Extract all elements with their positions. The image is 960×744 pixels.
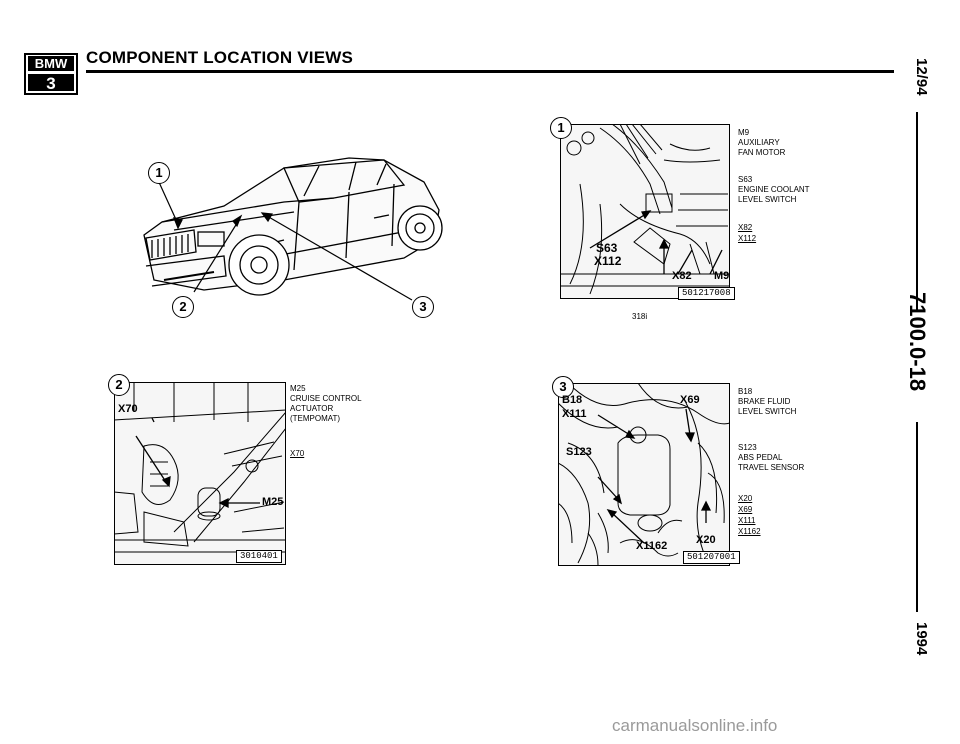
detail-1-callout-x112: X112: [594, 254, 622, 268]
detail-2-number: 2: [108, 374, 130, 396]
rail-divider: [916, 112, 918, 312]
rail-page-number: 7100.0-18: [905, 292, 930, 392]
detail-2-photo: [114, 382, 286, 565]
overview-callout-3: 3: [412, 296, 434, 318]
detail-1-legend: M9 AUXILIARY FAN MOTOR S63 ENGINE COOLAN…: [738, 128, 810, 244]
page-title: COMPONENT LOCATION VIEWS: [86, 48, 354, 67]
detail-1-number: 1: [550, 117, 572, 139]
legend-item-m25: M25 CRUISE CONTROL ACTUATOR (TEMPOMAT): [290, 384, 362, 423]
car-illustration: [143, 157, 443, 301]
detail-1-callout-x82: X82: [672, 270, 692, 282]
bmw-3-logo: BMW 3: [24, 53, 78, 95]
legend-item-s123: S123 ABS PEDAL TRAVEL SENSOR: [738, 443, 805, 472]
detail-3-number: 3: [552, 376, 574, 398]
detail-1-variant: 318i: [632, 312, 648, 321]
detail-3-callout-x20: X20: [696, 534, 716, 546]
logo-model: 3: [46, 74, 55, 93]
legend-connectors: X20 X69 X111 X1162: [738, 494, 761, 536]
rail-date: 12/94: [913, 58, 930, 96]
legend-item-m9: M9 AUXILIARY FAN MOTOR: [738, 128, 786, 157]
detail-3-callout-s123: S123: [566, 446, 592, 458]
detail-1-callout-m9: M9: [714, 270, 730, 282]
overview-callout-1: 1: [148, 162, 170, 184]
car-overview-figure: [134, 140, 454, 330]
logo-brand: BMW: [35, 56, 68, 71]
rail-year: 1994: [913, 622, 930, 656]
legend-connectors: X82 X112: [738, 223, 757, 243]
detail-3-callout-x69: X69: [680, 394, 700, 406]
detail-1-photo: [560, 124, 730, 299]
detail-3-legend: B18 BRAKE FLUID LEVEL SWITCH S123 ABS PE…: [738, 387, 804, 537]
detail-3-callout-x111: X111: [562, 408, 587, 420]
detail-3-callout-b18: B18: [562, 394, 583, 406]
detail-3-callout-x1162: X1162: [636, 540, 668, 552]
watermark: carmanualsonline.info: [612, 716, 778, 735]
detail-2-legend: M25 CRUISE CONTROL ACTUATOR (TEMPOMAT) X…: [290, 384, 362, 459]
legend-connectors: X70: [290, 449, 305, 458]
rail-divider: [916, 422, 918, 612]
legend-item-s63: S63 ENGINE COOLANT LEVEL SWITCH: [738, 175, 810, 204]
overview-callout-2: 2: [172, 296, 194, 318]
detail-3-photo: [558, 383, 730, 566]
detail-3-ref-number: 501207001: [683, 551, 740, 564]
detail-1-ref-number: 501217008: [678, 287, 735, 300]
header-rule: [86, 70, 894, 73]
legend-item-b18: B18 BRAKE FLUID LEVEL SWITCH: [738, 387, 797, 416]
detail-2-ref-number: 3010401: [236, 550, 282, 563]
detail-2-callout-x70: X70: [118, 403, 138, 415]
detail-2-callout-m25: M25: [262, 496, 284, 508]
detail-1-callout-s63: S63: [596, 241, 618, 255]
